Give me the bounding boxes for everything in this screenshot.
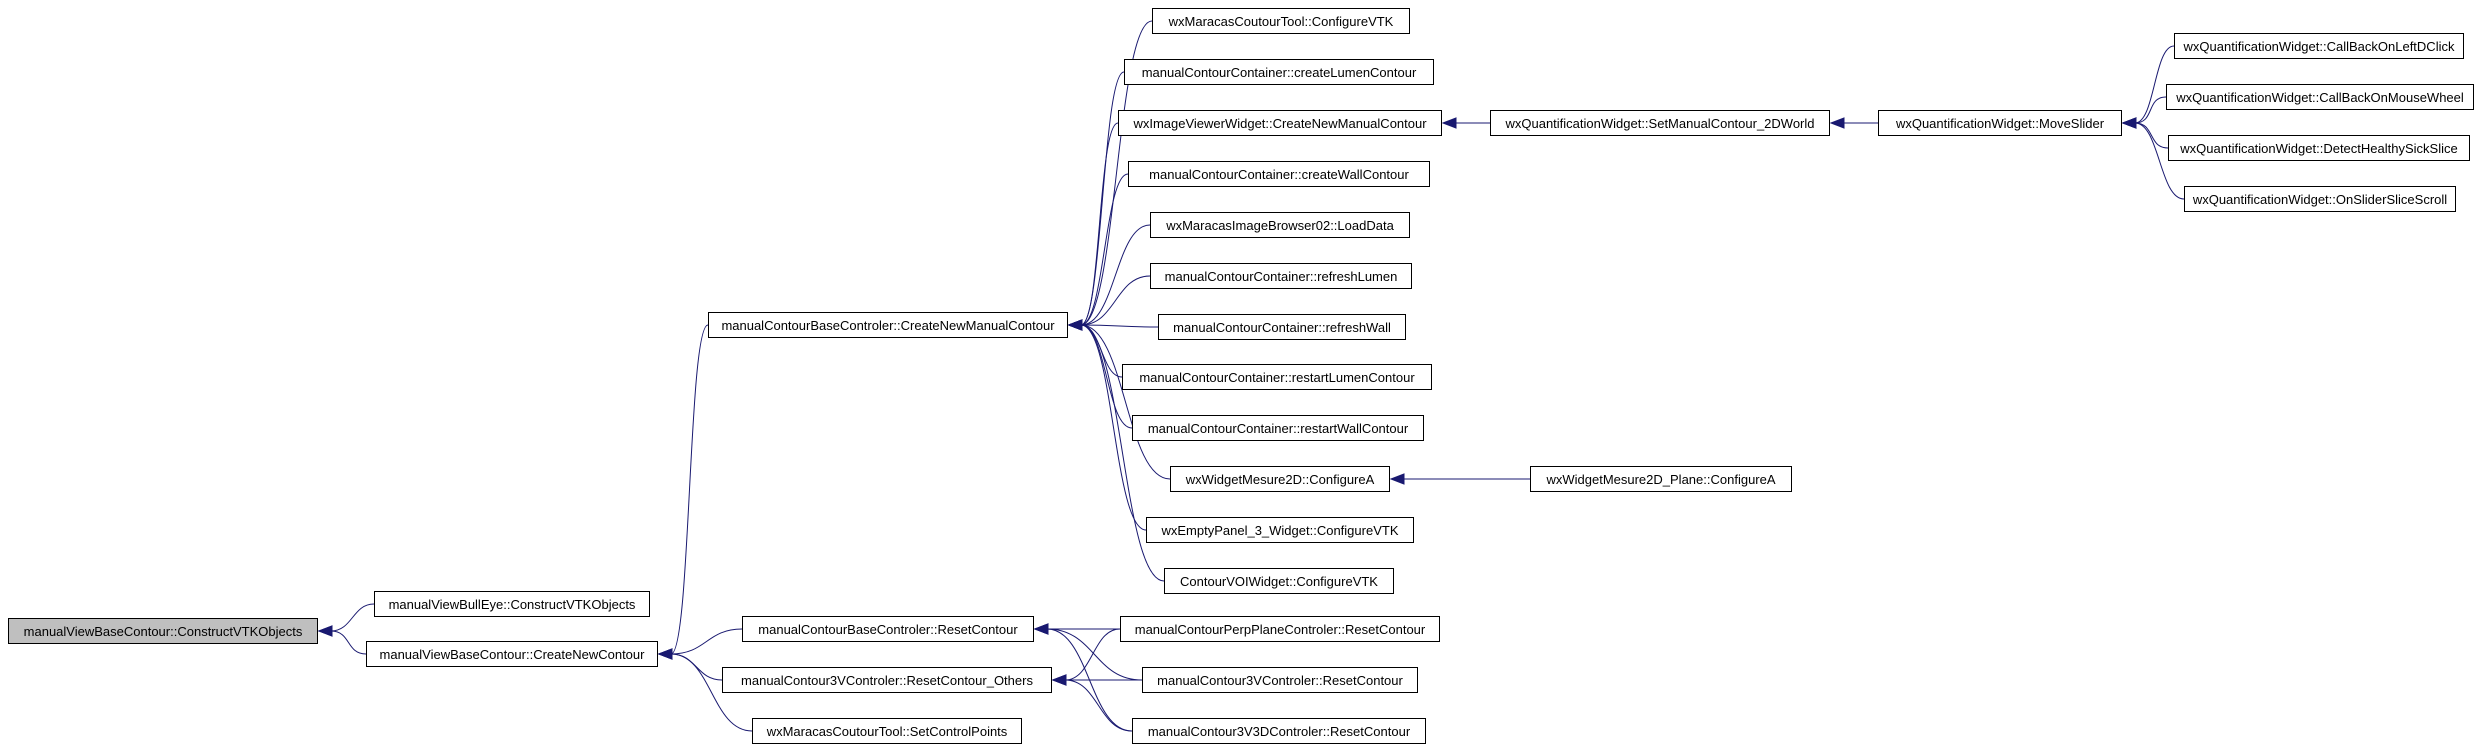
- call-edge: [670, 324, 709, 655]
- node-perpplane-reset-contour[interactable]: manualContourPerpPlaneControler::ResetCo…: [1120, 616, 1440, 642]
- node-restart-lumen-contour[interactable]: manualContourContainer::restartLumenCont…: [1122, 364, 1432, 390]
- call-edge: [670, 653, 753, 732]
- call-edge: [1080, 122, 1119, 326]
- call-edge: [1064, 628, 1121, 681]
- node-detect-healthy-sick-slice[interactable]: wxQuantificationWidget::DetectHealthySic…: [2168, 135, 2470, 161]
- edge-arrowhead: [657, 648, 673, 660]
- node-refresh-wall[interactable]: manualContourContainer::refreshWall: [1158, 314, 1406, 340]
- call-edge: [2134, 96, 2167, 124]
- node-move-slider[interactable]: wxQuantificationWidget::MoveSlider: [1878, 110, 2122, 136]
- node-3v3d-reset-contour[interactable]: manualContour3V3DControler::ResetContour: [1132, 718, 1426, 744]
- call-edge: [1080, 324, 1159, 328]
- call-edge: [1064, 679, 1133, 732]
- node-create-wall-contour[interactable]: manualContourContainer::createWallContou…: [1128, 161, 1430, 187]
- node-set-manual-contour-2dworld[interactable]: wxQuantificationWidget::SetManualContour…: [1490, 110, 1830, 136]
- edge-arrowhead: [1829, 117, 1845, 129]
- node-create-new-contour[interactable]: manualViewBaseContour::CreateNewContour: [366, 641, 658, 667]
- call-edge: [1080, 324, 1171, 480]
- node-construct-vtk-objects-root: manualViewBaseContour::ConstructVTKObjec…: [8, 618, 318, 644]
- call-edge: [2134, 45, 2175, 124]
- call-edge: [2134, 122, 2185, 200]
- edge-arrowhead: [1051, 674, 1067, 686]
- node-3v-reset-contour[interactable]: manualContour3VControler::ResetContour: [1142, 667, 1418, 693]
- call-edge: [1080, 173, 1129, 326]
- call-edge: [2134, 122, 2169, 149]
- call-edge: [1080, 275, 1151, 326]
- edge-arrowhead: [1033, 623, 1049, 635]
- node-imageviewer-create-new-manual-contour[interactable]: wxImageViewerWidget::CreateNewManualCont…: [1118, 110, 1442, 136]
- node-emptypanel-configure-vtk[interactable]: wxEmptyPanel_3_Widget::ConfigureVTK: [1146, 517, 1414, 543]
- node-callback-on-mouse-wheel[interactable]: wxQuantificationWidget::CallBackOnMouseW…: [2166, 84, 2474, 110]
- call-edge: [1080, 324, 1165, 582]
- node-create-lumen-contour[interactable]: manualContourContainer::createLumenConto…: [1124, 59, 1434, 85]
- edge-arrowhead: [1389, 473, 1405, 485]
- call-edge: [1046, 628, 1143, 681]
- node-reset-contour[interactable]: manualContourBaseControler::ResetContour: [742, 616, 1034, 642]
- node-on-slider-slice-scroll[interactable]: wxQuantificationWidget::OnSliderSliceScr…: [2184, 186, 2456, 212]
- node-create-new-manual-contour[interactable]: manualContourBaseControler::CreateNewMan…: [708, 312, 1068, 338]
- node-widgetmesure2d-configure-a[interactable]: wxWidgetMesure2D::ConfigureA: [1170, 466, 1390, 492]
- call-edge: [1080, 20, 1153, 326]
- node-callback-on-left-dclick[interactable]: wxQuantificationWidget::CallBackOnLeftDC…: [2174, 33, 2464, 59]
- node-contourvoi-configure-vtk[interactable]: ContourVOIWidget::ConfigureVTK: [1164, 568, 1394, 594]
- call-edge: [330, 603, 375, 632]
- edge-arrowhead: [1067, 319, 1083, 331]
- call-edge: [330, 630, 367, 655]
- call-edge: [1080, 224, 1151, 326]
- node-refresh-lumen[interactable]: manualContourContainer::refreshLumen: [1150, 263, 1412, 289]
- node-reset-contour-others[interactable]: manualContour3VControler::ResetContour_O…: [722, 667, 1052, 693]
- node-mesure2d-plane-configure-a[interactable]: wxWidgetMesure2D_Plane::ConfigureA: [1530, 466, 1792, 492]
- node-set-control-points[interactable]: wxMaracasCoutourTool::SetControlPoints: [752, 718, 1022, 744]
- node-coutourtool-configure-vtk[interactable]: wxMaracasCoutourTool::ConfigureVTK: [1152, 8, 1410, 34]
- edge-arrowhead: [317, 625, 333, 637]
- edge-arrowhead: [2121, 117, 2137, 129]
- node-load-data[interactable]: wxMaracasImageBrowser02::LoadData: [1150, 212, 1410, 238]
- node-restart-wall-contour[interactable]: manualContourContainer::restartWallConto…: [1132, 415, 1424, 441]
- edge-arrowhead: [1441, 117, 1457, 129]
- call-edge: [670, 628, 743, 655]
- node-bulleye-construct-vtk-objects[interactable]: manualViewBullEye::ConstructVTKObjects: [374, 591, 650, 617]
